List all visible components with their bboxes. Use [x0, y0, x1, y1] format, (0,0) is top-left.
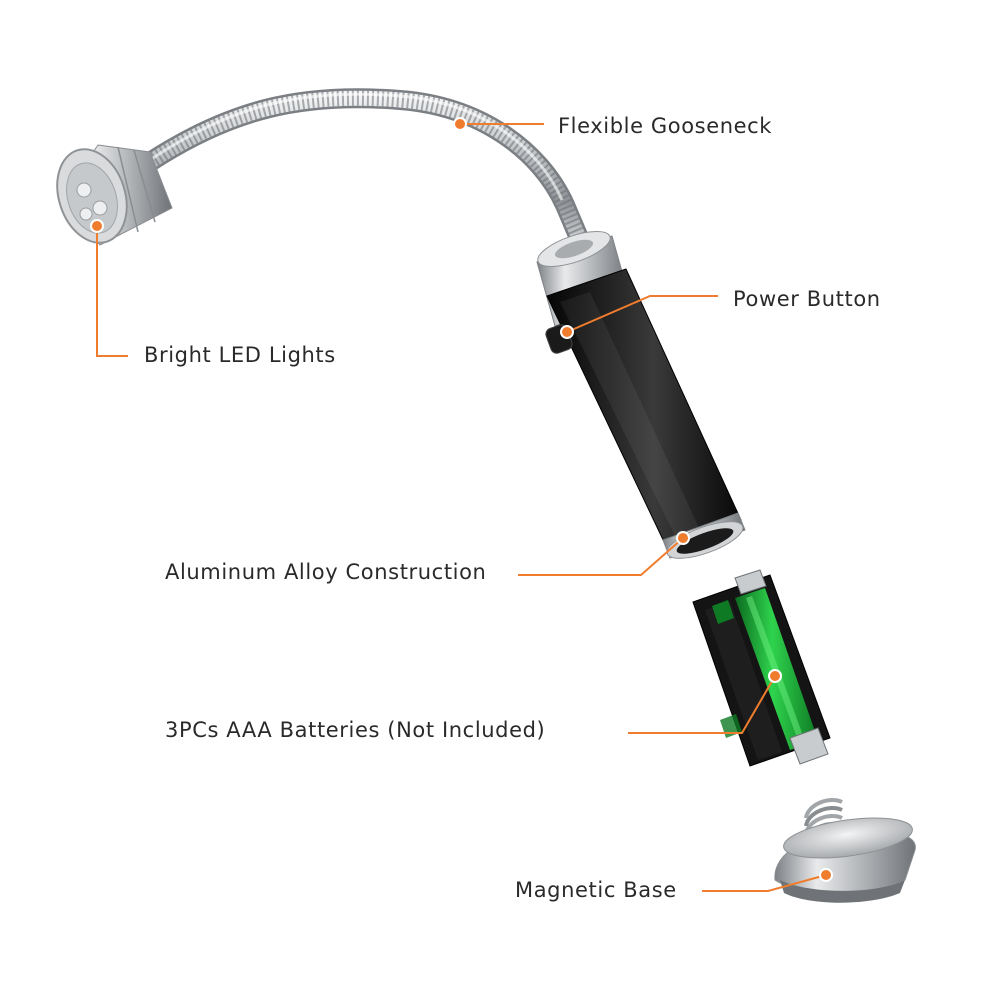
- dot-power: [560, 325, 574, 339]
- label-aluminum-alloy-construction: Aluminum Alloy Construction: [165, 560, 487, 584]
- leader-batteries: [628, 675, 776, 734]
- label-flexible-gooseneck: Flexible Gooseneck: [558, 114, 773, 138]
- leader-aluminum: [518, 537, 684, 576]
- dot-aluminum: [676, 531, 690, 545]
- label-power-button: Power Button: [733, 287, 881, 311]
- callout-lines: [96, 123, 827, 892]
- dot-batteries: [768, 669, 782, 683]
- flashlight-body: [546, 268, 742, 547]
- label-aaa-batteries: 3PCs AAA Batteries (Not Included): [165, 718, 546, 742]
- leader-power: [566, 295, 718, 333]
- led-head: [56, 144, 173, 246]
- leader-base: [702, 874, 827, 892]
- magnetic-base: [774, 798, 916, 903]
- dot-led: [90, 219, 104, 233]
- gooseneck: [140, 88, 592, 255]
- leader-led: [96, 226, 128, 357]
- callout-dots: [90, 117, 833, 882]
- label-magnetic-base: Magnetic Base: [515, 878, 677, 902]
- label-bright-led-lights: Bright LED Lights: [144, 343, 336, 367]
- dot-gooseneck: [453, 117, 467, 131]
- dot-base: [819, 868, 833, 882]
- battery-holder: [692, 569, 831, 767]
